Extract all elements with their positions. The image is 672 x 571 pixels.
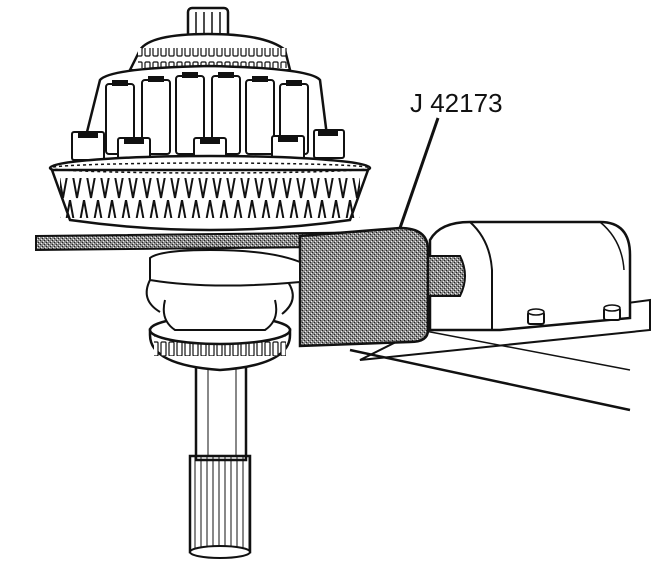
tool-callout-label: J 42173 (410, 88, 503, 118)
differential-case (71, 6, 345, 163)
tool-j42173 (35, 226, 430, 348)
ring-gear (48, 154, 372, 232)
fixture-bolt (603, 304, 621, 321)
fixture-bolt (527, 308, 545, 325)
holding-fixture (349, 220, 651, 412)
lower-bearing (145, 279, 294, 372)
pinion-shaft (188, 348, 252, 559)
callout-leader (398, 117, 440, 229)
